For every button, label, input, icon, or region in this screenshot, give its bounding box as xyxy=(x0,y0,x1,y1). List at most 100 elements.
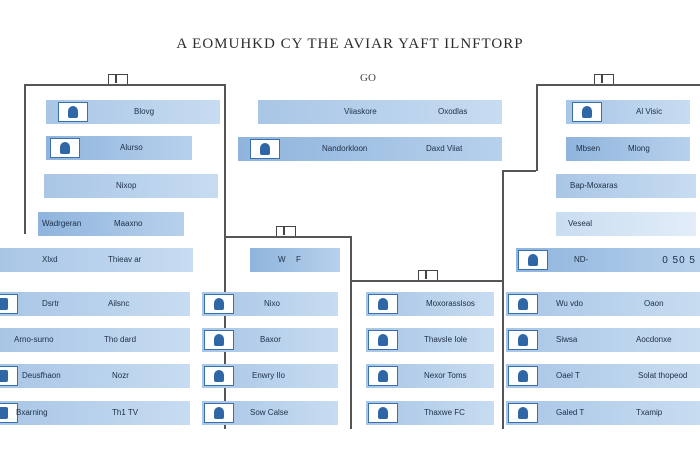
item-label: Nixo xyxy=(264,299,281,308)
item-label: Arno-surno xyxy=(14,335,54,344)
person-icon xyxy=(250,139,280,159)
item-value: Maaxno xyxy=(114,219,143,228)
item-label: W xyxy=(278,255,286,264)
connector-line xyxy=(502,170,504,429)
item-value: Daxd Viiat xyxy=(426,144,463,153)
list-item[interactable]: Galed T Txamip xyxy=(506,401,700,425)
list-item[interactable]: ND- 0 50 5 xyxy=(516,248,700,272)
toolbox-icon xyxy=(0,403,18,423)
item-value: Thieav ar xyxy=(108,255,142,264)
list-item[interactable]: Enwry Ilo xyxy=(202,364,338,388)
list-item[interactable]: Mbsen Mlong xyxy=(566,137,690,161)
door-icon xyxy=(368,294,398,314)
item-label: Wadrgeran xyxy=(42,219,82,228)
toolbox-icon xyxy=(0,294,18,314)
list-item[interactable]: Baxor xyxy=(202,328,338,352)
connector-node xyxy=(418,270,438,280)
item-label: Nixop xyxy=(116,181,137,190)
list-item[interactable]: Alurso xyxy=(46,136,192,160)
item-label: Blovg xyxy=(134,107,155,116)
connector-line xyxy=(536,84,538,171)
connector-line xyxy=(224,236,350,238)
person-icon xyxy=(50,138,80,158)
connector-line xyxy=(350,236,352,429)
list-item[interactable]: W F xyxy=(250,248,340,272)
item-label: Bxarning xyxy=(16,408,48,417)
list-item[interactable]: Moxorasslsos xyxy=(366,292,494,316)
list-item[interactable]: Arno-surno Tho dard xyxy=(0,328,190,352)
list-item[interactable]: Viiaskore Oxodlas xyxy=(258,100,502,124)
item-value: Th1 TV xyxy=(112,408,139,417)
item-label: Wu vdo xyxy=(556,299,583,308)
item-label: Veseal xyxy=(568,219,593,228)
toolbox-icon xyxy=(0,366,18,386)
connector-node xyxy=(594,74,614,84)
connector-line xyxy=(24,84,26,234)
item-value: Solat thopeod xyxy=(638,371,688,380)
diagram-subtitle: GO xyxy=(360,72,376,84)
item-label: Moxorasslsos xyxy=(426,299,475,308)
list-item[interactable]: Dsrtr Ailsnc xyxy=(0,292,190,316)
person-icon xyxy=(508,330,538,350)
person-icon xyxy=(58,102,88,122)
list-item[interactable]: Sow Calse xyxy=(202,401,338,425)
person-icon xyxy=(368,366,398,386)
diagram-title: A EOMUHKD CY THE AVIAR YAFT ILNFTORP xyxy=(176,36,524,52)
item-value: Tho dard xyxy=(104,335,137,344)
connector-line xyxy=(24,84,224,86)
item-value: 0 50 5 xyxy=(662,255,696,266)
list-item[interactable]: Xlxd Thieav ar xyxy=(0,248,193,272)
item-label: Dsrtr xyxy=(42,299,60,308)
list-item[interactable]: Wu vdo Oaon xyxy=(506,292,700,316)
list-item[interactable]: Bap-Moxaras xyxy=(556,174,696,198)
item-value: Nozr xyxy=(112,371,129,380)
person-icon xyxy=(572,102,602,122)
list-item[interactable]: Nandorkloon Daxd Viiat xyxy=(238,137,502,161)
door-icon xyxy=(508,294,538,314)
list-item[interactable]: Oael T Solat thopeod xyxy=(506,364,700,388)
list-item[interactable]: Bxarning Th1 TV xyxy=(0,401,190,425)
list-item[interactable]: Siwsa Aocdonxe xyxy=(506,328,700,352)
list-item[interactable]: Thaxwe FC xyxy=(366,401,494,425)
robot-icon xyxy=(204,366,234,386)
item-label: Nexor Toms xyxy=(424,371,467,380)
list-item[interactable]: Al Visic xyxy=(566,100,690,124)
list-item[interactable]: Nexor Toms xyxy=(366,364,494,388)
list-item[interactable]: Blovg xyxy=(46,100,220,124)
door-icon xyxy=(508,403,538,423)
connector-node xyxy=(108,74,128,84)
item-label: Viiaskore xyxy=(344,107,377,116)
list-item[interactable]: Veseal xyxy=(556,212,696,236)
list-item[interactable]: Nixo xyxy=(202,292,338,316)
list-item[interactable]: Wadrgeran Maaxno xyxy=(38,212,184,236)
connector-line xyxy=(502,170,536,172)
item-value: F xyxy=(296,255,301,264)
item-value: Oxodlas xyxy=(438,107,468,116)
item-label: Sow Calse xyxy=(250,408,289,417)
list-item[interactable]: Nixop xyxy=(44,174,218,198)
person-icon xyxy=(518,250,548,270)
item-label: Alurso xyxy=(120,143,143,152)
item-label: Nandorkloon xyxy=(322,144,368,153)
item-label: Deusfhaon xyxy=(22,371,61,380)
list-item[interactable]: Deusfhaon Nozr xyxy=(0,364,190,388)
item-label: Al Visic xyxy=(636,107,663,116)
door-icon xyxy=(204,294,234,314)
item-label: Thaxwe FC xyxy=(424,408,465,417)
item-label: Xlxd xyxy=(42,255,58,264)
item-label: Mbsen xyxy=(576,144,601,153)
item-label: Siwsa xyxy=(556,335,578,344)
item-label: Oael T xyxy=(556,371,580,380)
connector-line xyxy=(536,84,700,86)
item-value: Txamip xyxy=(636,408,663,417)
person-icon xyxy=(368,330,398,350)
item-label: Galed T xyxy=(556,408,585,417)
item-value: Ailsnc xyxy=(108,299,130,308)
list-item[interactable]: Thavsle Iole xyxy=(366,328,494,352)
item-value: Oaon xyxy=(644,299,664,308)
item-label: Enwry Ilo xyxy=(252,371,285,380)
item-label: Baxor xyxy=(260,335,281,344)
item-label: Thavsle Iole xyxy=(424,335,468,344)
person-icon xyxy=(508,366,538,386)
door-icon xyxy=(204,403,234,423)
